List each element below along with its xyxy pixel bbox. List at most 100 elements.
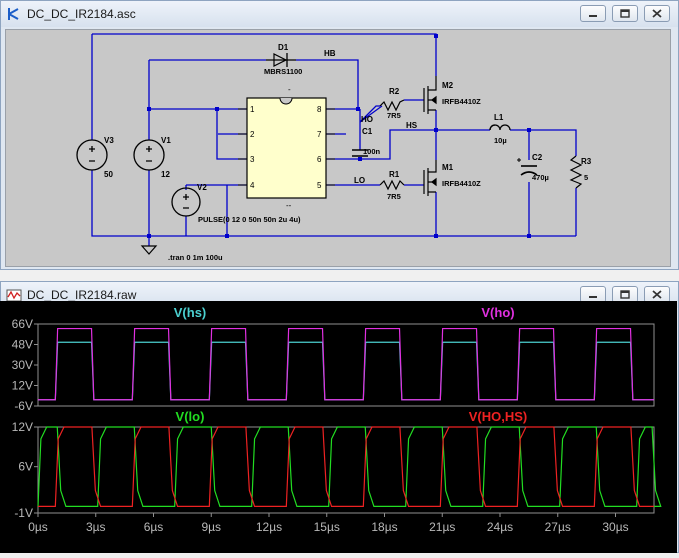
x-tick-label: 24µs — [487, 520, 513, 534]
v3-value: 50 — [104, 170, 113, 179]
minimize-button[interactable] — [580, 5, 606, 22]
ic-pin-2: 2 — [250, 130, 255, 139]
d1-label: D1 — [278, 43, 289, 52]
m2-model: IRFB4410Z — [442, 97, 481, 106]
ho-net-label: HO — [361, 115, 373, 124]
ic-pin-7: 7 — [317, 130, 322, 139]
waveform-title: DC_DC_IR2184.raw — [27, 288, 137, 302]
r3-label: R3 — [581, 157, 592, 166]
l1-inductor[interactable] — [489, 124, 511, 131]
x-tick-label: 6µs — [144, 520, 164, 534]
ic-pin-6: 6 — [317, 155, 322, 164]
c2-label: C2 — [532, 153, 543, 162]
v2-pulse: PULSE(0 12 0 50n 50n 2u 4u) — [198, 215, 301, 224]
series-line-v-lo- — [37, 426, 662, 507]
l1-label: L1 — [494, 113, 504, 122]
x-tick-label: 21µs — [429, 520, 455, 534]
ic-pin-1: 1 — [250, 105, 255, 114]
v3-label: V3 — [104, 136, 114, 145]
r1-resistor[interactable] — [379, 179, 405, 191]
x-tick-label: 3µs — [86, 520, 106, 534]
schematic-window: DC_DC_IR2184.asc — [0, 0, 679, 270]
series-line-v-hs- — [38, 341, 654, 401]
y-tick-label: 30V — [12, 358, 33, 372]
plot-frame-1 — [37, 323, 655, 407]
l1-value: 10µ — [494, 136, 507, 145]
ic-pin-8: 8 — [317, 105, 322, 114]
v1-label: V1 — [161, 136, 171, 145]
v2-source[interactable] — [171, 187, 201, 217]
m1-model: IRFB4410Z — [442, 179, 481, 188]
ic-pin-4: 4 — [250, 181, 255, 190]
r2-value: 7R5 — [387, 111, 401, 120]
d1-diode[interactable] — [266, 53, 296, 67]
minimize-icon — [589, 296, 597, 298]
r3-value: 5 — [584, 173, 588, 182]
c2-value: 470µ — [532, 173, 549, 182]
series-line-v-ho- — [38, 327, 654, 401]
m1-mosfet[interactable] — [423, 160, 437, 196]
schematic-title: DC_DC_IR2184.asc — [27, 7, 136, 21]
close-icon — [652, 290, 662, 299]
r2-label: R2 — [389, 87, 400, 96]
lo-net-label: LO — [354, 176, 365, 185]
ic-pin-3: 3 — [250, 155, 255, 164]
y-tick-label: 12V — [12, 379, 33, 393]
schematic-icon — [8, 8, 19, 20]
m2-label: M2 — [442, 81, 454, 90]
tran-directive[interactable]: .tran 0 1m 100u — [168, 253, 223, 262]
schematic-drawing: V3 50 V1 12 V2 PULSE(0 12 0 50n 50n 2u 4… — [76, 33, 592, 262]
waveform-maximize-button[interactable] — [612, 286, 638, 303]
m2-mosfet[interactable] — [423, 76, 437, 114]
ground-icon — [140, 245, 158, 255]
x-tick-label: 18µs — [371, 520, 397, 534]
r2-resistor[interactable] — [379, 99, 405, 112]
v3-source[interactable] — [76, 139, 108, 171]
y-tick-label: 66V — [12, 317, 33, 331]
ic-pin-5: 5 — [317, 181, 322, 190]
legend-label: V(hs) — [174, 305, 207, 320]
schematic-canvas[interactable]: V3 50 V1 12 V2 PULSE(0 12 0 50n 50n 2u 4… — [5, 29, 671, 267]
y-tick-label: 6V — [18, 460, 33, 474]
r1-value: 7R5 — [387, 192, 401, 201]
hs-net-label: HS — [406, 121, 418, 130]
junction-dots — [147, 34, 531, 238]
v1-value: 12 — [161, 170, 170, 179]
d1-model: MBRS1100 — [264, 67, 302, 76]
x-tick-label: 0µs — [28, 520, 48, 534]
y-tick-label: -6V — [14, 399, 33, 413]
legend-label: V(ho) — [481, 305, 514, 320]
restore-icon — [620, 290, 630, 299]
legend-label: V(HO,HS) — [469, 409, 528, 424]
c1-capacitor[interactable] — [352, 149, 368, 157]
hb-net-label: HB — [324, 49, 336, 58]
r1-label: R1 — [389, 170, 400, 179]
c2-capacitor[interactable] — [517, 158, 538, 176]
v2-label: V2 — [197, 183, 207, 192]
minimize-icon — [589, 15, 597, 17]
c1-label: C1 — [362, 127, 373, 136]
series-line-v-ho-hs- — [38, 426, 654, 507]
close-button[interactable] — [644, 5, 670, 22]
maximize-button[interactable] — [612, 5, 638, 22]
v1-source[interactable] — [133, 139, 165, 171]
m1-label: M1 — [442, 163, 454, 172]
x-tick-label: 27µs — [545, 520, 571, 534]
y-tick-label: -1V — [14, 506, 33, 520]
restore-icon — [620, 9, 630, 18]
close-icon — [652, 9, 662, 18]
x-tick-label: 9µs — [201, 520, 221, 534]
c1-value: 100n — [363, 147, 381, 156]
ir2184-ic[interactable] — [238, 97, 335, 199]
x-tick-label: 12µs — [256, 520, 282, 534]
x-tick-label: 15µs — [314, 520, 340, 534]
ic-dash-top: - — [288, 85, 291, 94]
schematic-titlebar[interactable]: DC_DC_IR2184.asc — [1, 1, 678, 27]
ic-dash-bottom: -- — [286, 201, 292, 210]
y-tick-label: 12V — [12, 420, 33, 434]
x-tick-label: 30µs — [602, 520, 628, 534]
y-tick-label: 48V — [12, 338, 33, 352]
waveform-plots[interactable]: 66V48V30V12V-6VV(hs)V(ho)12V6V-1VV(lo)V(… — [0, 301, 677, 553]
r3-resistor[interactable] — [569, 155, 583, 189]
